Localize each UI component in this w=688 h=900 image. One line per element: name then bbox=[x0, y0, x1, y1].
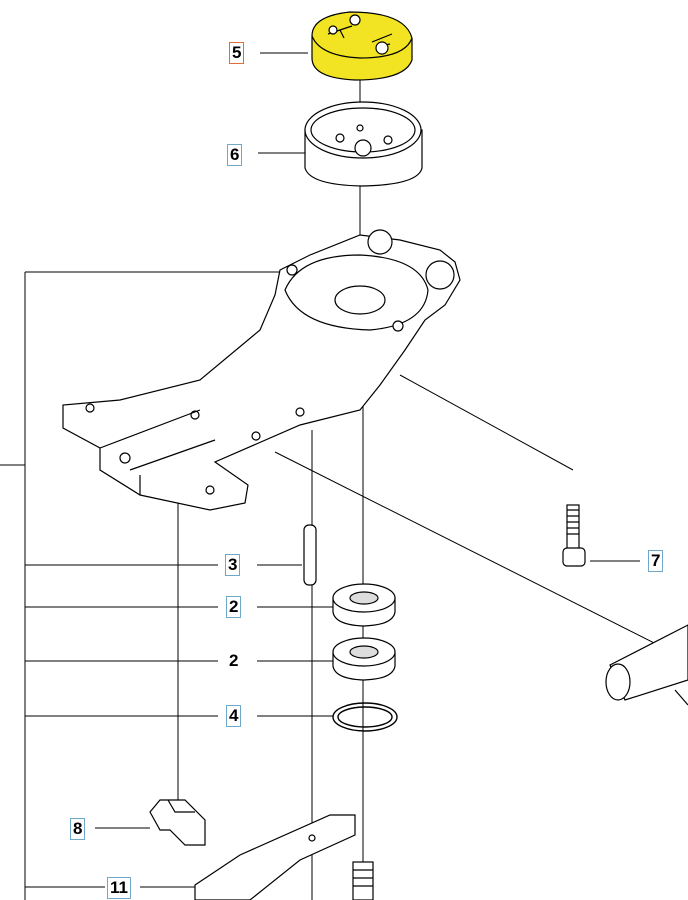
callout-3[interactable]: 3 bbox=[225, 554, 241, 576]
screw-part bbox=[562, 504, 586, 567]
gear-housing-part bbox=[62, 229, 461, 511]
callout-2-upper[interactable]: 2 bbox=[226, 596, 242, 618]
callout-4[interactable]: 4 bbox=[226, 705, 242, 727]
callout-7[interactable]: 7 bbox=[648, 550, 664, 572]
clip-part bbox=[149, 799, 206, 846]
callout-5[interactable]: 5 bbox=[229, 42, 245, 64]
drive-shaft-part bbox=[352, 861, 374, 900]
bearing-part-lower bbox=[332, 637, 396, 681]
bearing-part-upper bbox=[332, 583, 396, 627]
callout-11[interactable]: 11 bbox=[107, 877, 131, 899]
plate-part bbox=[194, 814, 356, 900]
pin-part bbox=[303, 524, 317, 586]
handle-tube-part bbox=[605, 624, 688, 706]
callout-6[interactable]: 6 bbox=[227, 144, 243, 166]
circlip-part bbox=[332, 702, 398, 732]
callout-2-lower[interactable]: 2 bbox=[229, 651, 239, 670]
clutch-drum-part bbox=[304, 101, 423, 187]
clutch-part bbox=[311, 11, 413, 81]
callout-8[interactable]: 8 bbox=[70, 818, 86, 840]
